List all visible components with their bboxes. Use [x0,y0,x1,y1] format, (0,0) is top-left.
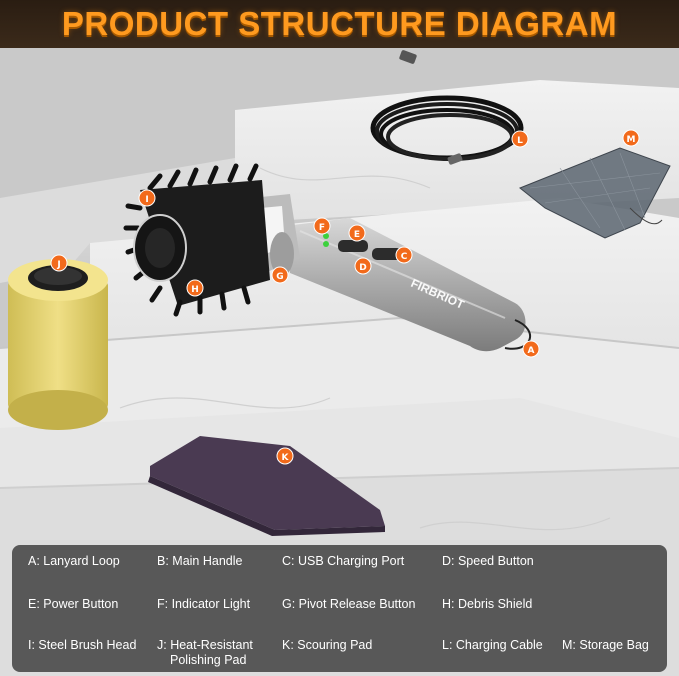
title-banner: PRODUCT STRUCTURE DIAGRAM [0,0,679,48]
legend-item-b: B: Main Handle [157,554,243,568]
svg-text:D: D [359,263,366,273]
legend-item-j-continued: Polishing Pad [170,653,247,667]
legend-item-d: D: Speed Button [442,554,534,568]
callout-j: J [50,254,68,272]
legend-item-h: H: Debris Shield [442,597,533,611]
legend-item-l: L: Charging Cable [442,638,543,652]
legend-item-e: E: Power Button [28,597,119,611]
svg-text:G: G [276,272,283,282]
legend-item-g: G: Pivot Release Button [282,597,416,611]
callout-c: C [395,246,413,264]
svg-text:K: K [282,453,290,463]
callout-k: K [276,447,294,465]
legend-panel: A: Lanyard Loop B: Main Handle C: USB Ch… [12,545,667,672]
legend-item-i: I: Steel Brush Head [28,638,137,652]
legend-item-j: J: Heat-Resistant [157,638,253,652]
svg-text:C: C [401,252,408,262]
svg-text:A: A [528,346,535,356]
svg-text:I: I [145,195,148,205]
svg-text:L: L [517,136,523,146]
svg-text:M: M [627,135,636,145]
svg-text:F: F [319,223,325,233]
charging-cable [370,50,524,165]
svg-text:E: E [354,230,360,240]
callout-f: F [313,217,331,235]
svg-text:J: J [56,260,60,270]
callout-g: G [271,266,289,284]
legend-item-f: F: Indicator Light [157,597,251,611]
legend-item-a: A: Lanyard Loop [28,554,120,568]
callout-badges: A C D E F G H I J K L M [50,129,640,465]
callout-l: L [511,130,529,148]
polishing-pad [8,259,108,430]
callout-d: D [354,257,372,275]
scouring-pad [148,436,385,536]
svg-text:H: H [191,285,199,295]
legend-item-m: M: Storage Bag [562,638,649,652]
legend-item-c: C: USB Charging Port [282,554,405,568]
callout-e: E [348,224,366,242]
callout-i: I [138,189,156,207]
callout-h: H [186,279,204,297]
callout-m: M [622,129,640,147]
page-title: PRODUCT STRUCTURE DIAGRAM [61,5,618,42]
brush-head [123,163,270,317]
brush-device: FIRBRIOT [123,163,532,352]
storage-bag [519,147,671,239]
callout-a: A [522,340,540,358]
legend-item-k: K: Scouring Pad [282,638,373,652]
